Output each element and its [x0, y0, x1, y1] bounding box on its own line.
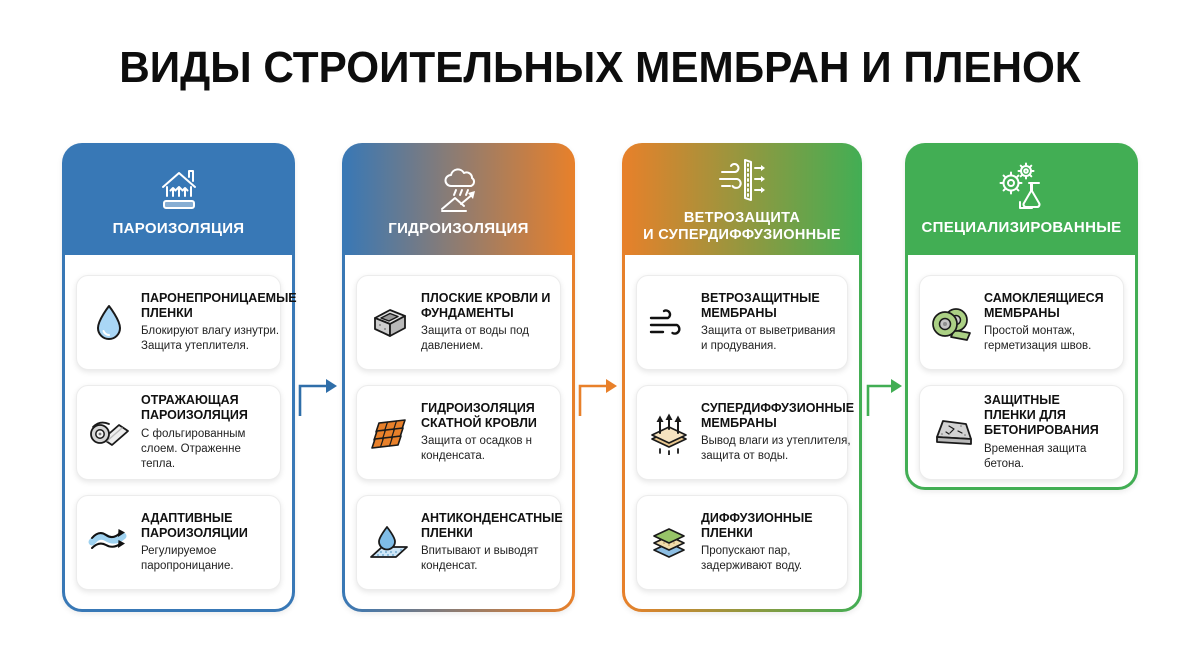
column-windproof-body: ВЕТРОЗАЩИТНЫЕ МЕМБРАНЫ Защита от выветри… [625, 255, 859, 609]
wind-icon [646, 301, 692, 345]
concrete-block-icon [366, 301, 412, 345]
house-vapor-icon [161, 170, 196, 209]
page-title: ВИДЫ СТРОИТЕЛЬНЫХ МЕМБРАН И ПЛЕНОК [119, 43, 1081, 92]
card-description: Защита от воды под давлением. [421, 325, 529, 353]
roof-tiles-icon [366, 411, 412, 455]
card-title: АНТИКОНДЕНСАТНЫЕ ПЛЕНКИ [421, 510, 563, 540]
card-pitched-roof-waterproofing: ГИДРОИЗОЛЯЦИЯ СКАТНОЙ КРОВЛИ Защита от о… [356, 385, 561, 480]
card-vapor-proof-films: ПАРОНЕПРОНИЦАЕМЫЕ ПЛЕНКИ Блокируют влагу… [76, 275, 297, 370]
foil-roll-icon [86, 411, 132, 455]
column-vapor-barrier-body: ПАРОНЕПРОНИЦАЕМЫЕ ПЛЕНКИ Блокируют влагу… [65, 255, 297, 609]
card-description: Защита от выветривания и продувания. [701, 325, 836, 353]
column-vapor-barrier-header: ПАРОИЗОЛЯЦИЯ [62, 143, 295, 255]
column-waterproofing-header: ГИДРОИЗОЛЯЦИЯ [342, 143, 575, 255]
card-title: ЗАЩИТНЫЕ ПЛЕНКИ ДЛЯ БЕТОНИРОВАНИЯ [984, 393, 1099, 437]
column-title: ВЕТРОЗАЩИТА И СУПЕРДИФФУЗИОННЫЕ [643, 209, 841, 243]
card-description: Простой монтаж, герметизация швов. [984, 325, 1092, 353]
column-waterproofing-body: ПЛОСКИЕ КРОВЛИ И ФУНДАМЕНТЫ Защита от во… [345, 255, 572, 609]
card-title: АДАПТИВНЫЕ ПАРОИЗОЛЯЦИИ [141, 510, 248, 540]
column-title: СПЕЦИАЛИЗИРОВАННЫЕ [921, 219, 1122, 236]
card-title: СУПЕРДИФФУЗИОННЫЕ МЕМБРАНЫ [701, 400, 855, 430]
card-diffusion-films: ДИФФУЗИОННЫЕ ПЛЕНКИ Пропускают пар, заде… [636, 495, 848, 590]
card-title: ДИФФУЗИОННЫЕ ПЛЕНКИ [701, 510, 813, 540]
card-reflective-vapor-barrier: ОТРАЖАЮЩАЯ ПАРОИЗОЛЯЦИЯ С фольгированным… [76, 385, 281, 480]
adaptive-waves-icon [86, 521, 132, 565]
column-specialized: СПЕЦИАЛИЗИРОВАННЫЕ САМОКЛЕЯЩИЕСЯ МЕМБРАН… [905, 143, 1138, 490]
tape-roll-icon [929, 301, 975, 345]
column-specialized-header: СПЕЦИАЛИЗИРОВАННЫЕ [905, 143, 1138, 255]
card-description: Временная защита бетона. [984, 442, 1087, 470]
column-vapor-barrier: ПАРОИЗОЛЯЦИЯ ПАРОНЕПРОНИЦАЕМЫЕ ПЛЕНКИ Бл… [62, 143, 297, 612]
card-title: ГИДРОИЗОЛЯЦИЯ СКАТНОЙ КРОВЛИ [421, 400, 537, 430]
card-title: ВЕТРОЗАЩИТНЫЕ МЕМБРАНЫ [701, 290, 820, 320]
drop-membrane-icon [366, 521, 412, 565]
card-superdiffusion-membranes: СУПЕРДИФФУЗИОННЫЕ МЕМБРАНЫ Вывод влаги и… [636, 385, 854, 480]
column-windproof-header: ВЕТРОЗАЩИТА И СУПЕРДИФФУЗИОННЫЕ [622, 143, 862, 255]
card-self-adhesive-membranes: САМОКЛЕЯЩИЕСЯ МЕМБРАНЫ Простой монтаж, г… [919, 275, 1124, 370]
wind-membrane-icon [719, 158, 765, 201]
vapor-out-icon [646, 411, 692, 455]
card-title: ПАРОНЕПРОНИЦАЕМЫЕ ПЛЕНКИ [141, 290, 297, 320]
card-description: Блокируют влагу изнутри. Защита утеплите… [141, 325, 280, 353]
card-title: ОТРАЖАЮЩАЯ ПАРОИЗОЛЯЦИЯ [141, 393, 248, 423]
flow-arrow-3 [866, 379, 902, 416]
rain-roof-icon [440, 168, 475, 212]
card-description: Пропускают пар, задерживают воду. [701, 545, 803, 573]
card-description: Защита от осадков н конденсата. [421, 435, 533, 463]
gears-flask-icon [999, 162, 1040, 209]
card-windproof-membranes: ВЕТРОЗАЩИТНЫЕ МЕМБРАНЫ Защита от выветри… [636, 275, 848, 370]
card-description: Вывод влаги из утеплителя, защита от вод… [701, 435, 851, 463]
water-drop-icon [86, 301, 132, 345]
column-waterproofing: ГИДРОИЗОЛЯЦИЯ ПЛОСКИЕ КРОВЛИ И ФУНДАМЕНТ… [342, 143, 575, 612]
card-description: С фольгированным слоем. Отраженне тепла. [141, 427, 246, 470]
card-flat-roofs-foundations: ПЛОСКИЕ КРОВЛИ И ФУНДАМЕНТЫ Защита от во… [356, 275, 561, 370]
card-anticondensate-films: АНТИКОНДЕНСАТНЫЕ ПЛЕНКИ Впитывают и выво… [356, 495, 563, 590]
card-description: Регулируемое паропроницание. [141, 545, 234, 573]
column-title: ПАРОИЗОЛЯЦИЯ [112, 220, 245, 237]
concrete-slab-icon [929, 411, 975, 455]
card-description: Впитывают и выводят конденсат. [421, 545, 539, 573]
card-title: САМОКЛЕЯЩИЕСЯ МЕМБРАНЫ [984, 290, 1104, 320]
flow-arrow-2 [578, 379, 617, 416]
flow-arrow-1 [298, 379, 337, 416]
column-windproof-superdiffusion: ВЕТРОЗАЩИТА И СУПЕРДИФФУЗИОННЫЕ ВЕТРОЗАЩ… [622, 143, 862, 612]
card-concrete-protection-films: ЗАЩИТНЫЕ ПЛЕНКИ ДЛЯ БЕТОНИРОВАНИЯ Времен… [919, 385, 1124, 480]
column-title: ГИДРОИЗОЛЯЦИЯ [388, 220, 529, 237]
layers-icon [646, 521, 692, 565]
column-specialized-body: САМОКЛЕЯЩИЕСЯ МЕМБРАНЫ Простой монтаж, г… [908, 255, 1135, 487]
card-title: ПЛОСКИЕ КРОВЛИ И ФУНДАМЕНТЫ [421, 290, 551, 320]
card-adaptive-vapor-barrier: АДАПТИВНЫЕ ПАРОИЗОЛЯЦИИ Регулируемое пар… [76, 495, 281, 590]
